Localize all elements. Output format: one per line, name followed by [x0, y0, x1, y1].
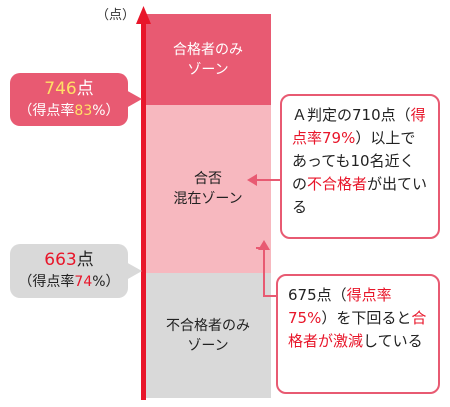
score-low-rate-prefix: （得点率: [18, 274, 75, 290]
score-low-unit: 点: [76, 250, 94, 270]
score-low-box: 663点 （得点率74%）: [10, 244, 128, 298]
callout-b-arrowhead: [258, 240, 270, 250]
callout-b-part5: している: [363, 332, 423, 350]
axis-line: [141, 22, 146, 400]
score-high-rate-prefix: （得点率: [18, 103, 75, 119]
callout-b-connector: [256, 247, 276, 297]
callout-a-arrowhead: [247, 174, 257, 186]
fail-zone-line2: ゾーン: [187, 337, 229, 354]
callout-b-part3: ）を下回ると: [321, 309, 412, 327]
mixed-zone: 合否混在ゾーン: [145, 105, 271, 273]
callout-b-rate: 得点率75%: [288, 286, 392, 327]
callout-b-part1: 675点（: [288, 286, 347, 304]
axis-arrowhead: [136, 6, 151, 24]
callout-a: Ａ判定の710点（得点率79%）以上であっても10名近くの不合格者が出ている: [280, 94, 440, 239]
score-low-rate-suffix: %）: [92, 274, 120, 290]
score-low-pointer: [126, 262, 142, 280]
callout-a-rate: 得点率79%: [292, 106, 426, 147]
axis-unit-label: （点）: [96, 8, 136, 23]
callout-a-part4: ）以上であっても10名近くの: [292, 129, 416, 193]
pass-zone-line1: 合格者のみ: [173, 41, 243, 58]
pass-zone-line2: ゾーン: [187, 61, 229, 78]
score-high-box: 746点 （得点率83%）: [10, 73, 128, 126]
callout-a-fail-count: 不合格者: [307, 175, 368, 193]
callout-b-drop: 合格者が激減: [288, 309, 427, 350]
callout-a-part6: が出ている: [292, 175, 428, 216]
callout-b: 675点（得点率75%）を下回ると合格者が激減している: [276, 274, 440, 394]
score-high-value: 746: [44, 79, 77, 99]
fail-only-zone: 不合格者のみゾーン: [145, 273, 271, 398]
score-high-unit: 点: [76, 79, 94, 99]
mixed-zone-line2: 混在ゾーン: [173, 191, 243, 207]
mixed-zone-line1: 合否: [194, 171, 222, 187]
score-high-rate: 83: [74, 103, 93, 119]
pass-only-zone: 合格者のみゾーン: [145, 14, 271, 105]
fail-zone-line1: 不合格者のみ: [166, 317, 250, 334]
score-high-rate-suffix: %）: [92, 103, 120, 119]
score-low-rate: 74: [74, 274, 93, 290]
callout-a-part1: Ａ判定の710点: [292, 106, 396, 124]
callout-a-part2: （: [395, 106, 411, 124]
score-high-pointer: [126, 90, 142, 108]
score-low-value: 663: [44, 250, 77, 270]
